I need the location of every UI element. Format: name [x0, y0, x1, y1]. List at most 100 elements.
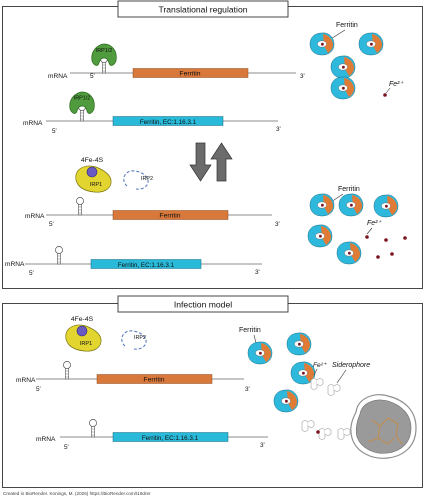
ferritin-cage-icon	[338, 193, 364, 217]
up-arrow	[210, 142, 233, 182]
fe4s-label: 4Fe-4S	[71, 316, 94, 323]
down-arrow	[189, 142, 212, 182]
mrna-label: mRNA	[16, 377, 36, 384]
irp2-protein	[121, 330, 147, 350]
irp1-protein	[75, 165, 112, 193]
ferritin-cluster-low-iron: Ferritin Fe²⁺	[309, 22, 405, 100]
ferritin-cds-bar	[96, 374, 213, 384]
bottom-panel-frame	[2, 303, 423, 488]
ferritin-ec-bar	[90, 259, 202, 269]
ferritin-cds-label: Ferritin	[143, 377, 164, 384]
irp1-label: IRP1	[90, 182, 102, 188]
ferritin-cds-label: Ferritin	[159, 213, 180, 220]
fe2-label: Fe²⁺	[367, 220, 383, 227]
irp2-label: IRP2	[141, 176, 153, 182]
ferritin-cage-icon	[373, 194, 399, 218]
irp2-label: IRP2	[134, 335, 146, 341]
iron-icon	[316, 430, 320, 434]
iron-icon	[376, 255, 380, 259]
bacterium-icon	[350, 394, 417, 459]
fe4s-label: 4Fe-4S	[81, 157, 104, 164]
regulation-arrows	[189, 142, 233, 182]
mrna-row-3: 4Fe-4S IRP1 IRP2 mRNA 5' Ferritin 3'	[25, 157, 280, 228]
mrna-row-1: mRNA 5' IRP1/2 Ferritin 3'	[48, 43, 305, 80]
iron-icon	[383, 93, 387, 97]
mrna-label: mRNA	[5, 261, 25, 268]
mrna-row-infection-2: mRNA 5' Ferritin, EC:1.16.3.1 3'	[36, 419, 268, 451]
five-prime-label: 5'	[90, 73, 95, 80]
iron-icon	[403, 236, 407, 240]
ferritin-label: Ferritin	[338, 186, 360, 193]
ferritin-pointer	[253, 334, 257, 344]
three-prime-label: 3'	[245, 386, 250, 393]
ferritin-label: Ferritin	[239, 327, 261, 334]
bottom-panel-title: Infection model	[174, 300, 232, 310]
fe4s-cluster	[86, 166, 98, 178]
ferritin-cluster-high-iron: Ferritin Fe²⁺	[307, 186, 407, 265]
fe2-label: Fe²⁺	[389, 81, 405, 88]
fe2-label: Fe²⁺	[313, 362, 327, 369]
five-prime-label: 5'	[52, 128, 57, 135]
top-panel-frame	[2, 6, 423, 289]
biorender-credit: Created in BioRender. Konings, M. (2026)…	[3, 491, 151, 496]
three-prime-label: 3'	[255, 269, 260, 276]
ferritin-cage-icon	[309, 32, 335, 56]
siderophore-molecule-icon	[337, 427, 351, 441]
three-prime-label: 3'	[276, 126, 281, 133]
iron-icon	[390, 252, 394, 256]
ferritin-cds-bar	[132, 68, 249, 78]
ferritin-cage-icon	[273, 389, 299, 413]
fe2-pointer	[366, 227, 373, 235]
irp-proteins-infection: 4Fe-4S IRP1 IRP2	[65, 316, 147, 352]
fe2-pointer	[313, 368, 318, 376]
ferritin-cage-icon	[247, 341, 273, 365]
ferritin-cage-icon	[330, 55, 356, 79]
siderophore-molecule-icon	[318, 427, 332, 441]
five-prime-label: 5'	[36, 386, 41, 393]
siderophore-molecule-icon	[310, 377, 324, 391]
stem-loop-ire	[55, 246, 63, 265]
irp2-protein	[123, 170, 149, 190]
irp1-protein	[65, 324, 102, 352]
siderophore-label: Siderophore	[332, 362, 370, 369]
irp12-label: IRP1/2	[74, 96, 90, 102]
siderophore-molecule-icon	[301, 419, 315, 433]
stem-loop-ire	[76, 197, 84, 216]
bottom-panel-title-box	[117, 295, 289, 313]
siderophore-pointer	[336, 369, 347, 384]
ferritin-cage-icon	[336, 241, 362, 265]
ferritin-cds-bar	[112, 210, 229, 220]
mrna-row-2: mRNA 5' IRP1/2 Ferritin, EC:1.16.3.1 3'	[23, 91, 281, 135]
iron-icon	[384, 238, 388, 242]
siderophore-molecule-icon	[327, 383, 341, 397]
ferritin-ec-label: Ferritin, EC:1.16.3.1	[140, 119, 197, 126]
stem-loop-ire	[89, 419, 97, 438]
ferritin-ec-label: Ferritin, EC:1.16.3.1	[142, 435, 199, 442]
mrna-label: mRNA	[48, 73, 68, 80]
infection-ferritin-cluster: Ferritin Fe²⁺ Siderophore	[239, 327, 370, 441]
irp1-label: IRP1	[80, 341, 92, 347]
ferritin-ec-bar	[112, 432, 229, 442]
irp12-label: IRP1/2	[96, 48, 112, 54]
five-prime-label: 5'	[29, 270, 34, 277]
ferritin-cage-icon	[307, 224, 333, 248]
iron-icon	[365, 235, 369, 239]
ferritin-label: Ferritin	[336, 22, 358, 29]
five-prime-label: 5'	[64, 444, 69, 451]
three-prime-label: 3'	[260, 442, 265, 449]
five-prime-label: 5'	[49, 221, 54, 228]
ferritin-cage-icon	[286, 332, 312, 356]
ferritin-ec-label: Ferritin, EC:1.16.3.1	[118, 262, 175, 269]
ferritin-ec-bar	[112, 116, 224, 126]
ferritin-cage-icon	[330, 76, 356, 100]
mrna-label: mRNA	[25, 213, 45, 220]
ferritin-cage-icon	[358, 32, 384, 56]
fe2-pointer	[385, 87, 391, 94]
mrna-row-infection-1: mRNA 5' Ferritin 3'	[16, 361, 250, 393]
mrna-label: mRNA	[23, 120, 43, 127]
three-prime-label: 3'	[275, 221, 280, 228]
three-prime-label: 3'	[300, 73, 305, 80]
top-panel-title: Translational regulation	[158, 5, 247, 15]
stem-loop-ire	[63, 361, 71, 380]
